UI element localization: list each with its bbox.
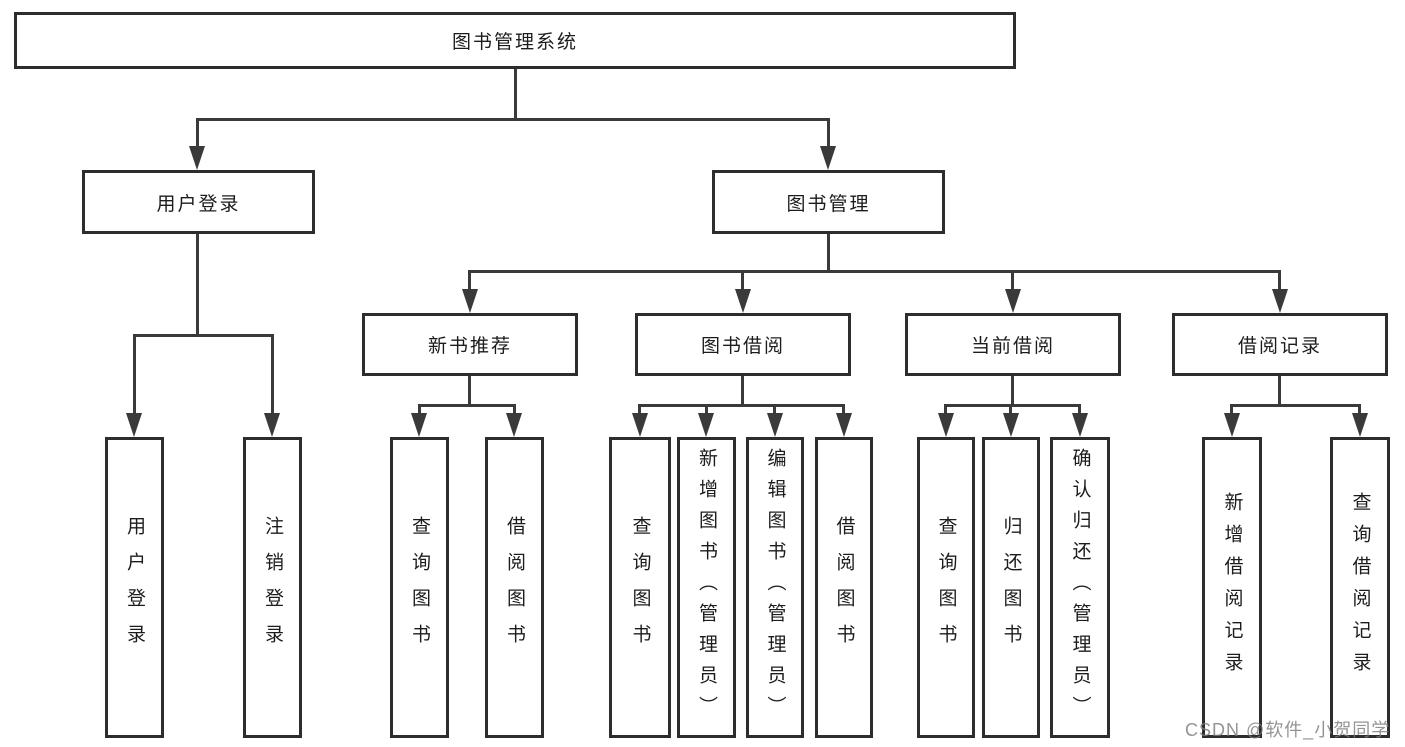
- connector-hline: [638, 404, 845, 407]
- connector-vline: [1009, 406, 1012, 416]
- connector-hline: [418, 404, 516, 407]
- node-book-management: 图书管理: [712, 170, 945, 234]
- leaf-label: 借阅图书: [504, 515, 525, 660]
- connector-vline: [513, 406, 516, 416]
- leaf-return-book: 归还图书: [982, 437, 1040, 738]
- connector-vline: [638, 406, 641, 416]
- arrow-down-icon: [1003, 413, 1019, 437]
- connector-vline: [773, 406, 776, 416]
- leaf-edit-book-admin: 编辑图书（管理员）: [746, 437, 804, 738]
- leaf-label: 查询图书: [935, 515, 957, 660]
- leaf-label: 查询图书: [629, 515, 651, 660]
- leaf-label: 确认归还（管理员）: [1069, 448, 1091, 727]
- arrow-down-icon: [1224, 413, 1240, 437]
- arrow-down-icon: [1272, 289, 1288, 313]
- leaf-user-login: 用户登录: [105, 437, 164, 738]
- connector-vline: [1011, 376, 1014, 406]
- leaf-query-books-borrowing: 查询图书: [609, 437, 671, 738]
- arrow-down-icon: [1005, 289, 1021, 313]
- csdn-watermark: CSDN @软件_小贺同学: [1185, 720, 1391, 740]
- connector-vline: [1078, 406, 1081, 416]
- leaf-logout: 注销登录: [243, 437, 302, 738]
- connector-hline: [468, 270, 1281, 273]
- connector-vline: [1230, 406, 1233, 416]
- leaf-label: 新增图书（管理员）: [696, 448, 717, 727]
- arrow-down-icon: [836, 413, 852, 437]
- arrow-down-icon: [632, 413, 648, 437]
- leaf-add-borrow-record: 新增借阅记录: [1202, 437, 1262, 738]
- leaf-borrow-books-recommend: 借阅图书: [485, 437, 544, 738]
- leaf-label: 借阅图书: [833, 515, 855, 660]
- node-current-borrowing: 当前借阅: [905, 313, 1121, 376]
- connector-vline: [1011, 272, 1014, 291]
- node-library-management-system: 图书管理系统: [14, 12, 1016, 69]
- arrow-down-icon: [264, 413, 280, 437]
- node-new-book-recommend: 新书推荐: [362, 313, 578, 376]
- arrow-down-icon: [767, 413, 783, 437]
- arrow-down-icon: [938, 413, 954, 437]
- arrow-down-icon: [411, 413, 427, 437]
- arrow-down-icon: [698, 413, 714, 437]
- connector-vline: [1278, 376, 1281, 406]
- leaf-query-books-current: 查询图书: [917, 437, 975, 738]
- connector-hline: [133, 334, 274, 337]
- arrow-down-icon: [506, 413, 522, 437]
- node-user-login: 用户登录: [82, 170, 315, 234]
- connector-vline: [741, 272, 744, 291]
- node-borrowing-records: 借阅记录: [1172, 313, 1388, 376]
- leaf-label: 查询图书: [409, 515, 430, 660]
- leaf-label: 查询借阅记录: [1349, 491, 1371, 684]
- leaf-label: 归还图书: [1000, 515, 1022, 660]
- connector-vline: [842, 406, 845, 416]
- connector-vline: [741, 376, 744, 406]
- leaf-confirm-return-admin: 确认归还（管理员）: [1050, 437, 1110, 738]
- leaf-label: 用户登录: [124, 515, 145, 660]
- connector-vline: [827, 120, 830, 148]
- connector-vline: [705, 406, 708, 416]
- connector-vline: [133, 336, 136, 415]
- arrow-down-icon: [189, 146, 205, 170]
- connector-vline: [271, 336, 274, 415]
- arrow-down-icon: [1072, 413, 1088, 437]
- connector-vline: [196, 234, 199, 336]
- connector-vline: [196, 120, 199, 148]
- connector-hline: [1230, 404, 1361, 407]
- connector-vline: [514, 69, 517, 120]
- leaf-label: 新增借阅记录: [1221, 491, 1243, 684]
- leaf-add-book-admin: 新增图书（管理员）: [677, 437, 736, 738]
- arrow-down-icon: [126, 413, 142, 437]
- connector-vline: [418, 406, 421, 416]
- connector-vline: [1278, 272, 1281, 291]
- connector-vline: [468, 272, 471, 291]
- connector-vline: [1358, 406, 1361, 416]
- arrow-down-icon: [820, 146, 836, 170]
- leaf-borrow-books: 借阅图书: [815, 437, 873, 738]
- arrow-down-icon: [735, 289, 751, 313]
- connector-vline: [944, 406, 947, 416]
- arrow-down-icon: [462, 289, 478, 313]
- node-book-borrowing: 图书借阅: [635, 313, 851, 376]
- connector-vline: [468, 376, 471, 406]
- leaf-label: 注销登录: [262, 515, 283, 660]
- leaf-query-books-recommend: 查询图书: [390, 437, 449, 738]
- leaf-query-borrow-record: 查询借阅记录: [1330, 437, 1390, 738]
- connector-vline: [827, 234, 830, 272]
- connector-hline: [196, 118, 830, 121]
- leaf-label: 编辑图书（管理员）: [764, 448, 786, 727]
- arrow-down-icon: [1352, 413, 1368, 437]
- connector-hline: [944, 404, 1081, 407]
